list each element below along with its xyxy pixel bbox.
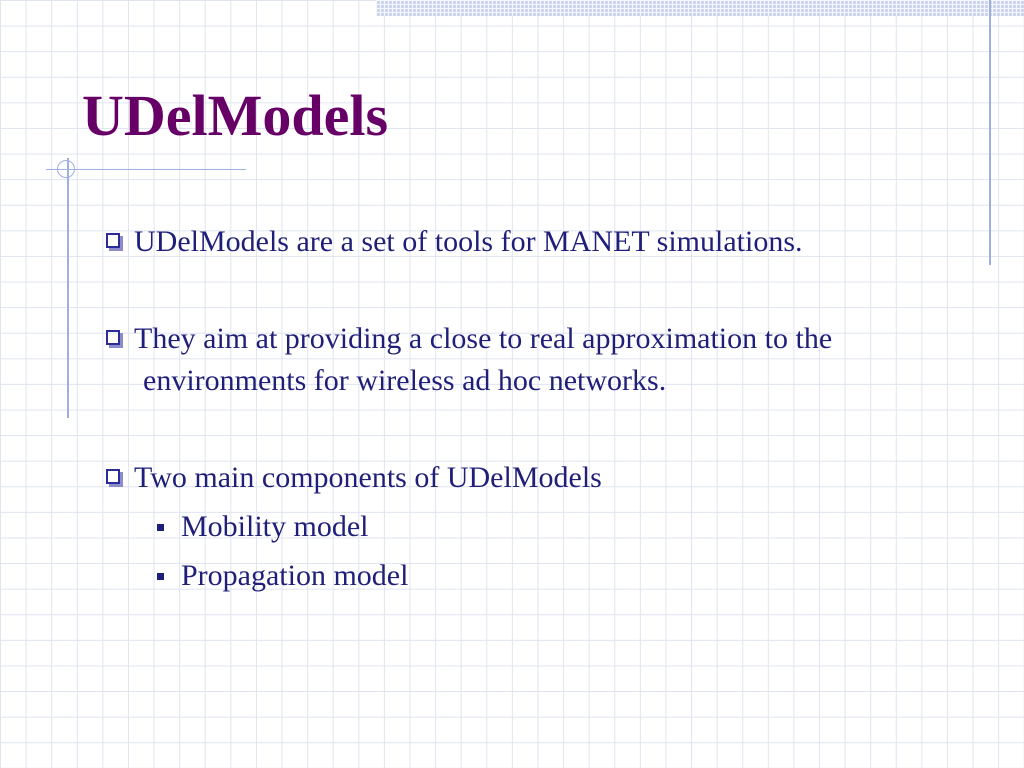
sub-bullet-text: Propagation model <box>181 559 409 592</box>
decorative-corner-band <box>376 0 1024 16</box>
bullet-text-continuation: environments for wireless ad hoc network… <box>143 364 667 397</box>
square-bullet-icon <box>106 233 120 248</box>
bullet-text: Two main components of UDelModels <box>134 461 602 494</box>
bullet-item: Two main components of UDelModels <box>106 457 956 499</box>
square-bullet-icon <box>106 469 120 484</box>
bullet-text: UDelModels are a set of tools for MANET … <box>134 225 803 258</box>
small-square-bullet-icon <box>157 524 164 531</box>
sub-bullet-text: Mobility model <box>181 510 369 543</box>
square-bullet-icon <box>106 330 120 345</box>
sub-bullet-item: Mobility model <box>157 507 369 547</box>
slide-title: UDelModels <box>82 83 389 148</box>
bullet-text: They aim at providing a close to real ap… <box>134 322 833 355</box>
sub-bullet-item: Propagation model <box>157 556 408 596</box>
bullet-item: They aim at providing a close to real ap… <box>106 318 956 402</box>
decorative-horizontal-line <box>46 169 246 170</box>
small-square-bullet-icon <box>157 573 164 580</box>
decorative-vertical-line-right <box>989 0 991 265</box>
bullet-item: UDelModels are a set of tools for MANET … <box>106 221 956 263</box>
decorative-ring <box>57 160 75 178</box>
decorative-vertical-line-left <box>67 158 69 418</box>
